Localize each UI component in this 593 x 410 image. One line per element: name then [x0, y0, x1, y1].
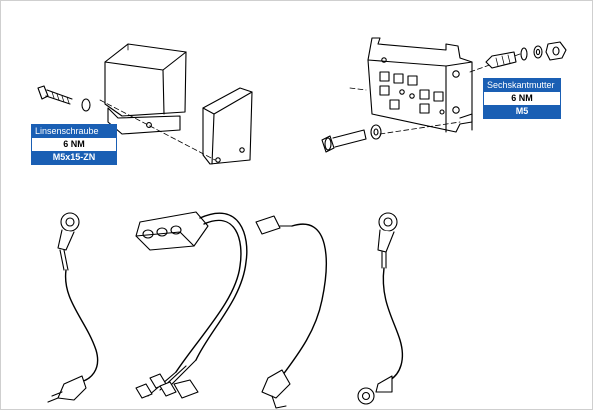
spec-label-header: Sechskantmutter: [484, 79, 560, 92]
relay-unit: [37, 43, 253, 165]
cable-multi-plug-harness: [135, 211, 248, 399]
cable-blade-terminal: [255, 215, 327, 409]
spec-label-torque: 6 NM: [63, 139, 85, 149]
connector-block: [321, 37, 567, 153]
cable-double-ring: [357, 212, 404, 405]
cable-ring-eyelet: [47, 212, 99, 403]
nut-spec-label: Sechskantmutter 6 NM M5: [483, 78, 561, 119]
screw-spec-label: Linsenschraube 6 NM M5x15-ZN: [31, 124, 117, 165]
spec-label-size: M5x15-ZN: [32, 151, 116, 164]
spec-label-torque: 6 NM: [511, 93, 533, 103]
spec-label-header: Linsenschraube: [32, 125, 116, 138]
spec-label-size: M5: [484, 105, 560, 118]
